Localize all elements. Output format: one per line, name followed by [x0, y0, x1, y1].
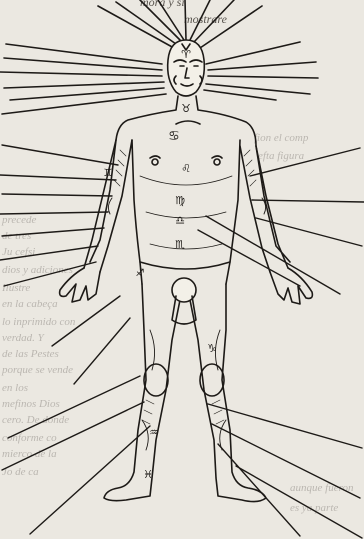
zodiac-glyph-taurus: ♉ [181, 102, 191, 115]
zodiac-glyph-libra: ♎ [175, 214, 185, 227]
zodiac-glyph-gemini: ♊ [104, 168, 113, 179]
zodiac-glyph-aquarius: ♒ [149, 426, 159, 439]
zodiac-glyph-virgo: ♍ [175, 194, 185, 207]
zodiac-glyph-sagittarius: ♐ [136, 268, 145, 279]
legs [104, 278, 266, 502]
head-ray-lines [0, 0, 318, 114]
zodiac-glyph-capricorn: ♑ [207, 342, 217, 355]
zodiac-glyph-cancer: ♋ [168, 129, 180, 144]
zodiac-glyph-leo: ♌ [181, 162, 191, 175]
torso [90, 96, 290, 284]
zodiac-glyph-aries: ♈ [181, 48, 191, 61]
zodiac-glyph-pisces: ♓ [143, 468, 153, 481]
zodiac-glyph-scorpio: ♏ [175, 238, 185, 251]
